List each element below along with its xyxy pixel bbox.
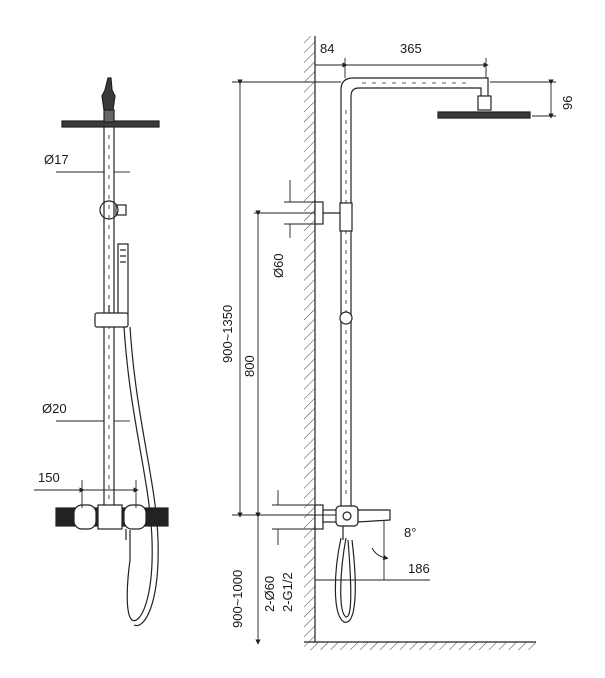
label-inlet-thread: 2-G1/2 <box>280 572 295 612</box>
label-bracket-dia: Ø60 <box>271 253 286 278</box>
label-height-800: 800 <box>242 355 257 377</box>
label-inlet-dia: 2-Ø60 <box>262 576 277 612</box>
wall <box>304 36 316 642</box>
side-riser-pipe <box>340 77 489 508</box>
front-shower-head <box>61 77 160 128</box>
front-thermostatic-mixer <box>55 504 169 540</box>
side-dimensions <box>232 58 556 645</box>
side-thermostatic-mixer <box>314 504 391 540</box>
label-pipe-dia-bottom: Ø20 <box>42 401 67 416</box>
side-view <box>314 77 531 623</box>
label-spacing-150: 150 <box>38 470 60 485</box>
front-dimensions <box>34 171 139 508</box>
front-hose <box>123 326 159 627</box>
label-head-96: 96 <box>560 96 575 110</box>
label-floor-range: 900~1000 <box>230 570 245 628</box>
label-offset-84: 84 <box>320 41 334 56</box>
label-pipe-dia-top: Ø17 <box>44 152 69 167</box>
front-hand-shower <box>117 243 129 315</box>
label-spout-186: 186 <box>408 561 430 576</box>
front-view <box>55 77 169 627</box>
label-arm-365: 365 <box>400 41 422 56</box>
floor <box>304 641 536 650</box>
label-angle-8: 8° <box>404 525 416 540</box>
front-wall-bracket <box>99 200 127 220</box>
label-height-range: 900~1350 <box>220 305 235 363</box>
side-slide-holder <box>339 311 353 325</box>
front-slide-holder <box>94 305 129 328</box>
side-wall-bracket <box>314 201 353 232</box>
side-shower-head <box>437 95 531 119</box>
side-hose <box>334 537 356 623</box>
